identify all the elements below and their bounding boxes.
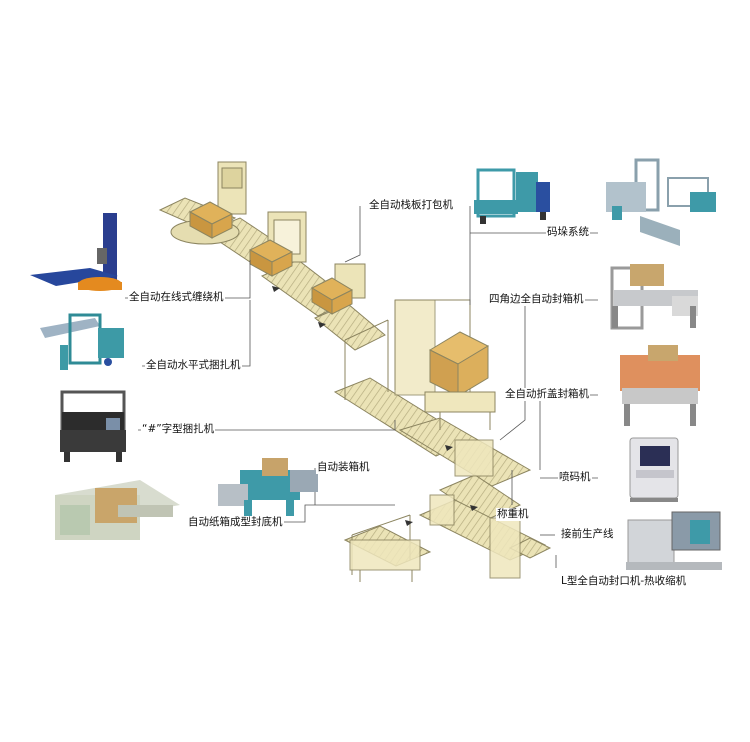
arrow (405, 520, 413, 526)
label-pallet-strap: 全自动栈板打包机 (368, 199, 454, 212)
arrow (445, 445, 453, 451)
label-four-corner-sealer: 四角边全自动封箱机 (488, 293, 585, 306)
inkjet-printer-image (629, 437, 679, 502)
arrow (318, 322, 326, 328)
label-hash-strap: “#”字型捆扎机 (141, 423, 216, 436)
wrapping-station (170, 161, 247, 245)
label-horizontal-strap: 全自动水平式捆扎机 (145, 359, 242, 372)
sealer-frames (429, 439, 521, 579)
box-on-conveyor (310, 263, 366, 315)
arrow (470, 505, 478, 511)
pallet-strapping-image (474, 168, 550, 224)
horizontal-strapping-image (40, 313, 124, 370)
carton-forming-image (218, 458, 318, 516)
label-connect-line: 接前生产线 (560, 528, 615, 541)
l-sealer-image (626, 511, 722, 570)
hash-strapping-image (60, 390, 126, 462)
strapping-station (248, 211, 307, 277)
four-corner-sealer-image (610, 264, 698, 330)
label-auto-packing: 自动装箱机 (316, 461, 371, 474)
flow-arrows (272, 286, 478, 526)
label-carton-erect: 自动纸箱成型封底机 (187, 516, 284, 529)
label-l-sealer: L型全自动封口机-热收缩机 (560, 575, 688, 588)
fold-sealer-image (620, 345, 700, 426)
label-wrap-online: 全自动在线式缠绕机 (128, 291, 225, 304)
carton-erector-image (55, 480, 180, 540)
label-fold-sealer: 全自动折盖封箱机 (504, 388, 590, 401)
label-palletizer: 码垛系统 (546, 226, 590, 239)
palletizer-frame (344, 299, 496, 430)
label-inkjet: 喷码机 (558, 471, 592, 484)
central-conveyor-line (158, 197, 552, 567)
auto-packing-frame (349, 514, 421, 582)
arrow (272, 286, 280, 292)
label-weigher: 称重机 (496, 508, 530, 521)
wrapping-machine-image (30, 213, 122, 291)
palletizing-system-image (606, 158, 716, 246)
